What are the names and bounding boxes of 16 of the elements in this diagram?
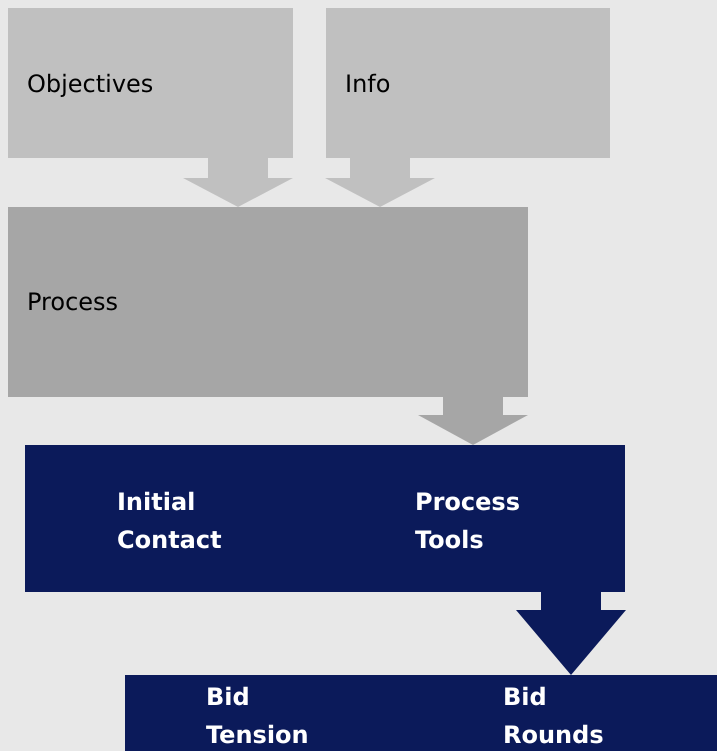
input-box: [326, 8, 610, 158]
box-label: Objectives: [27, 69, 154, 100]
stage-box: [25, 445, 625, 592]
input-box: [8, 8, 293, 158]
box-label: Bid Tension: [206, 682, 310, 751]
process-box: [8, 207, 528, 397]
block-arrow: [418, 397, 528, 445]
box-label: Process Tools: [415, 487, 521, 556]
box-label: Initial Contact: [117, 487, 223, 556]
box-label: Process: [27, 287, 120, 318]
stage-box: [125, 675, 717, 751]
block-arrow: [516, 592, 626, 675]
box-label: Bid Rounds: [503, 682, 605, 751]
block-arrow: [325, 158, 435, 207]
box-label: Info: [345, 69, 392, 100]
block-arrow: [183, 158, 293, 207]
